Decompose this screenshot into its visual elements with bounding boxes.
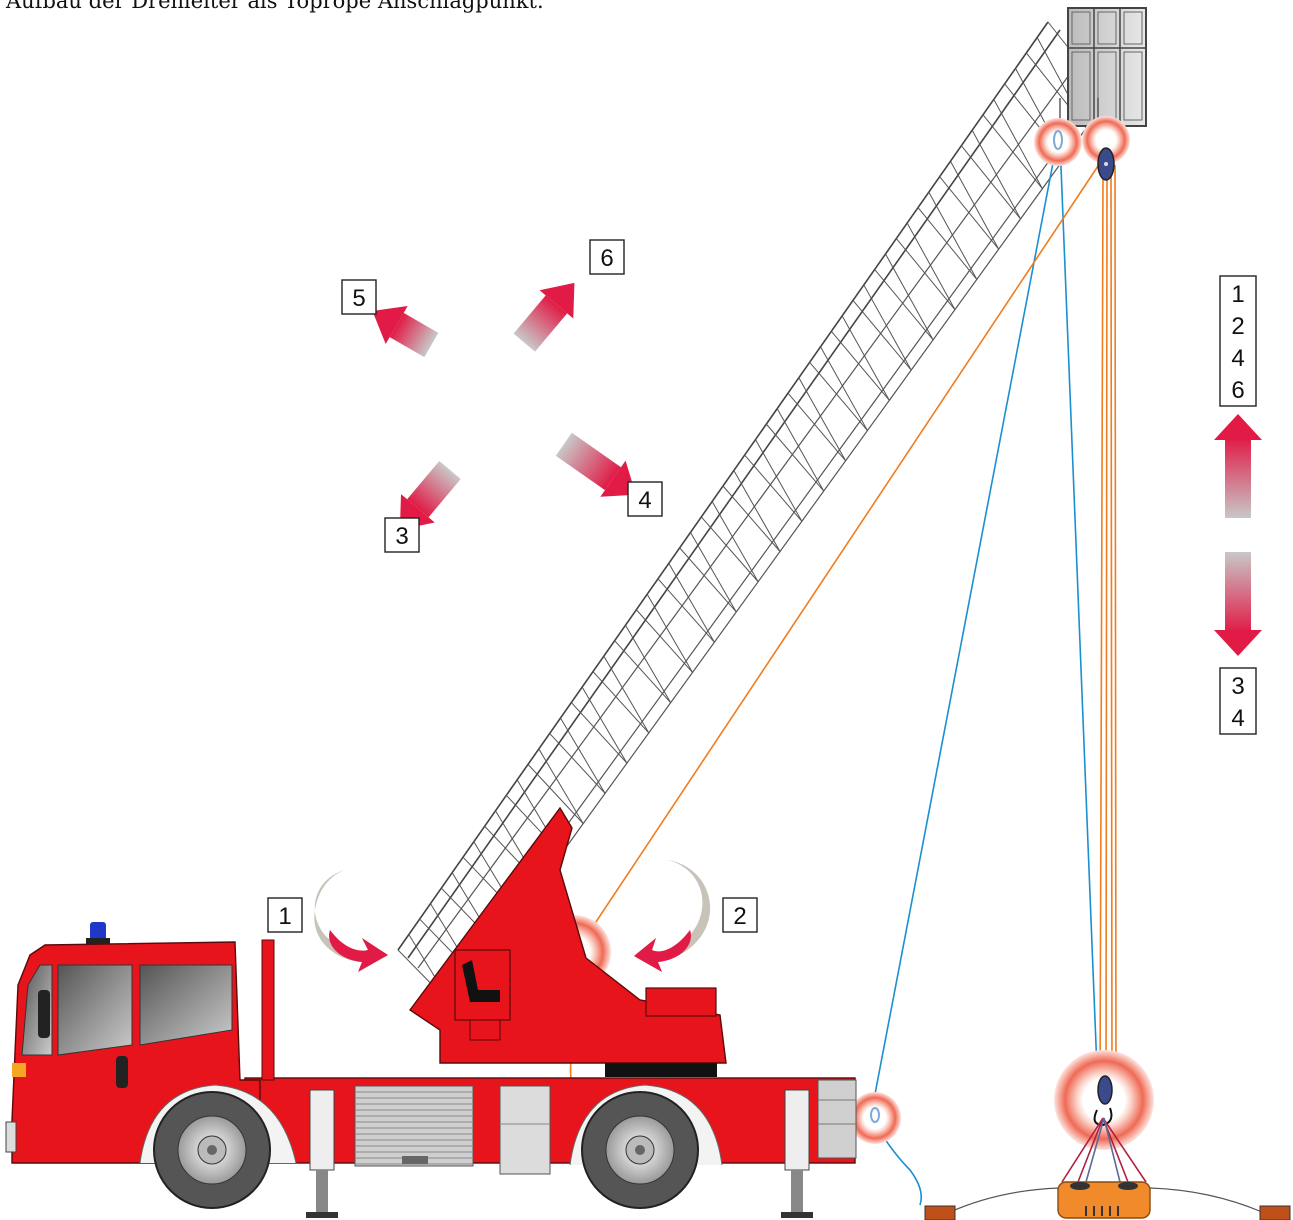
label-up-2: 2 bbox=[1231, 313, 1244, 340]
label-6: 6 bbox=[600, 245, 613, 272]
ring-rear bbox=[849, 1092, 901, 1144]
ladder-brace bbox=[582, 687, 627, 763]
ladder-brace bbox=[669, 563, 715, 642]
label-up-1: 1 bbox=[1231, 281, 1244, 308]
label-box-1: 1 bbox=[268, 898, 302, 932]
ladder-rung bbox=[918, 208, 977, 280]
label-box-5: 5 bbox=[342, 280, 376, 314]
ladder-rung bbox=[593, 672, 649, 733]
arrow-vertical-down bbox=[1214, 552, 1262, 656]
label-box-3: 3 bbox=[385, 518, 419, 552]
rotation-arrow-left bbox=[314, 870, 388, 972]
front-wheel bbox=[154, 1092, 270, 1208]
ladder-brace bbox=[842, 316, 889, 400]
rescue-basket bbox=[1068, 8, 1146, 126]
ladder-rung bbox=[745, 455, 802, 521]
label-3: 3 bbox=[395, 523, 408, 550]
label-box-4: 4 bbox=[628, 482, 662, 516]
ladder-brace bbox=[712, 501, 758, 581]
ladder-brace bbox=[647, 594, 692, 672]
ladder-rung bbox=[571, 703, 627, 764]
ladder-brace bbox=[734, 471, 780, 552]
ladder-brace bbox=[691, 532, 737, 612]
ladder-brace bbox=[907, 223, 955, 310]
ladder-rung bbox=[723, 486, 780, 552]
label-up-4: 6 bbox=[1231, 377, 1244, 404]
ladder-brace bbox=[864, 285, 911, 370]
fire-truck bbox=[6, 808, 856, 1218]
label-box-2: 2 bbox=[723, 898, 757, 932]
ladder-rung bbox=[680, 548, 737, 612]
ladder-rung bbox=[550, 733, 605, 793]
ladder-truss bbox=[398, 22, 1108, 1005]
roller-shutter bbox=[355, 1086, 473, 1166]
ladder-rung bbox=[961, 146, 1020, 219]
ring-top-left bbox=[1034, 118, 1082, 166]
label-box-vertical-up: 1 2 4 6 bbox=[1220, 276, 1256, 406]
ladder-rung bbox=[940, 177, 999, 250]
label-4: 4 bbox=[638, 487, 651, 514]
label-down-2: 4 bbox=[1231, 705, 1244, 732]
ladder-rung bbox=[983, 115, 1042, 189]
rotation-arrow-right bbox=[634, 860, 710, 972]
ladder-brace bbox=[561, 718, 606, 793]
label-5: 5 bbox=[352, 285, 365, 312]
ladder-brace bbox=[821, 347, 868, 431]
label-down-1: 3 bbox=[1231, 673, 1244, 700]
turntable-ladder bbox=[398, 22, 1108, 1005]
ladder-brace bbox=[972, 130, 1020, 219]
rear-wheel bbox=[582, 1092, 698, 1208]
arrow-up-right bbox=[507, 269, 591, 357]
ladder-rail-outer bbox=[398, 22, 1060, 958]
ladder-rung bbox=[615, 641, 671, 703]
blue-rope-vertical bbox=[1060, 142, 1098, 1095]
ladder-rung bbox=[788, 393, 846, 461]
arrow-vertical-up bbox=[1214, 414, 1262, 518]
ladder-brace bbox=[886, 254, 934, 340]
ladder-brace bbox=[951, 161, 999, 249]
orange-rope-diagonal bbox=[574, 163, 1100, 955]
label-2: 2 bbox=[733, 903, 746, 930]
blue-rope-ladder bbox=[871, 142, 1057, 1115]
ladder-turntable bbox=[410, 808, 726, 1063]
label-up-3: 4 bbox=[1231, 345, 1244, 372]
label-box-6: 6 bbox=[590, 240, 624, 274]
ladder-brace bbox=[929, 192, 977, 279]
ladder-brace bbox=[604, 656, 649, 733]
label-1: 1 bbox=[278, 903, 291, 930]
ladder-rung bbox=[636, 610, 692, 673]
ladder-rung bbox=[658, 579, 714, 642]
ladder-rung bbox=[810, 362, 868, 430]
rescue-stretcher bbox=[925, 1118, 1290, 1220]
ladder-brace bbox=[626, 625, 671, 702]
ladder-rung bbox=[701, 517, 758, 582]
ladder-rung bbox=[766, 424, 823, 491]
label-box-vertical-down: 3 4 bbox=[1220, 668, 1256, 734]
